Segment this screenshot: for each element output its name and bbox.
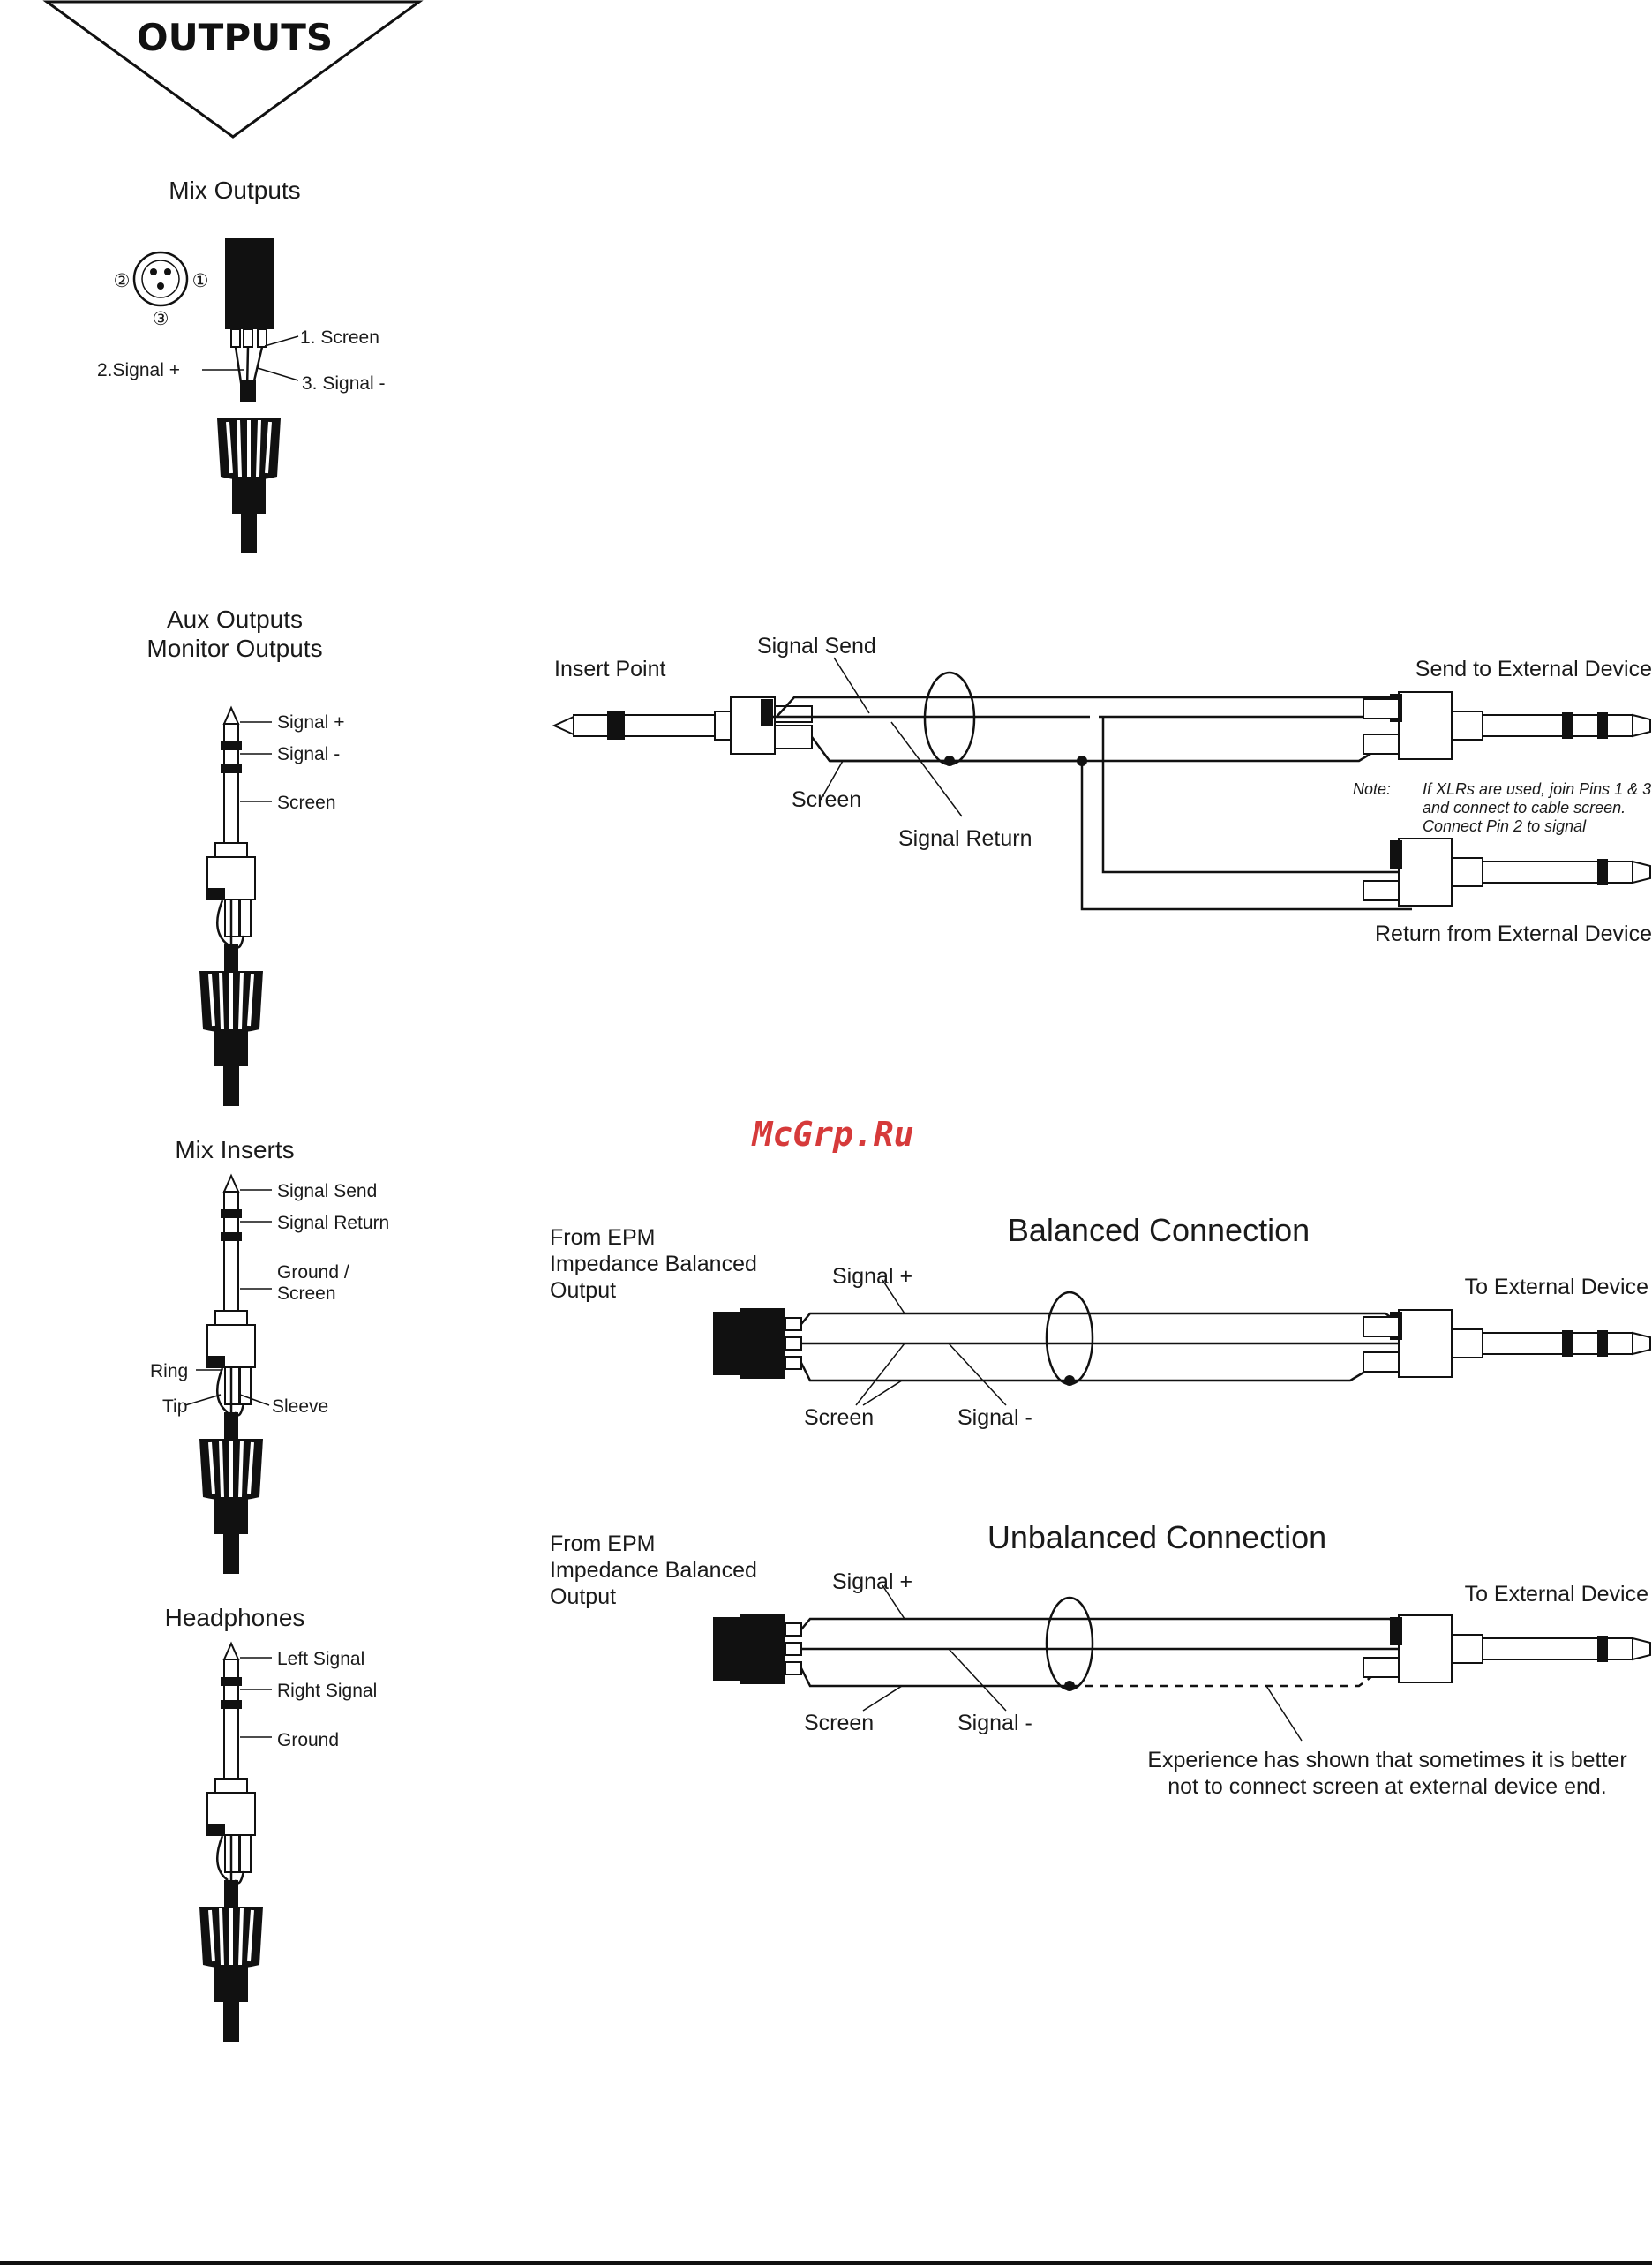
xlr-connector-vertical — [215, 238, 282, 555]
balanced-from-line2: Impedance Balanced — [550, 1252, 757, 1276]
trs-jack-headphones — [199, 1644, 263, 2042]
note-line-2: and connect to cable screen. — [1423, 799, 1626, 816]
note-line-1: If XLRs are used, join Pins 1 & 3 — [1423, 780, 1651, 798]
unbalanced-title: Unbalanced Connection — [987, 1519, 1326, 1555]
advice-line-2: not to connect screen at external device… — [1168, 1774, 1607, 1799]
balanced-from-line1: From EPM — [550, 1225, 655, 1250]
headphones-tip-label: Left Signal — [277, 1649, 364, 1669]
xlr-signal-plus-label: 2.Signal + — [97, 360, 180, 380]
insert-screen-label: Screen — [792, 787, 861, 812]
inserts-sleeve-label-line2: Screen — [277, 1283, 336, 1304]
xlr-pin-2-label: ② — [114, 271, 131, 291]
trs-jack-aux — [199, 708, 263, 1106]
insert-point-jack — [552, 696, 813, 755]
inserts-sleeve-label-line1: Ground / — [277, 1262, 349, 1283]
signal-send-label: Signal Send — [757, 634, 876, 658]
inserts-sleeve-wire-label: Sleeve — [272, 1396, 328, 1417]
mix-outputs-title: Mix Outputs — [169, 177, 300, 204]
monitor-outputs-title: Monitor Outputs — [146, 635, 322, 662]
return-device-jack — [1363, 838, 1651, 907]
aux-tip-label: Signal + — [277, 712, 344, 733]
unbalanced-from-line3: Output — [550, 1584, 616, 1609]
trs-jack-inserts — [199, 1176, 263, 1574]
aux-ring-label: Signal - — [277, 744, 340, 764]
balanced-screen-ring — [1045, 1291, 1094, 1386]
page-title: OUTPUTS — [137, 16, 333, 59]
unbalanced-signal-minus-label: Signal - — [957, 1711, 1032, 1735]
balanced-to-device-label: To External Device — [1465, 1275, 1648, 1299]
aux-outputs-title: Aux Outputs — [167, 606, 303, 633]
inserts-tip-wire-label: Tip — [162, 1396, 187, 1417]
signal-return-label: Signal Return — [898, 826, 1032, 851]
headphones-sleeve-label: Ground — [277, 1730, 339, 1750]
unbalanced-signal-plus-label: Signal + — [832, 1569, 912, 1594]
xlr-pin-diagram — [132, 251, 189, 307]
advice-line-1: Experience has shown that sometimes it i… — [1147, 1748, 1626, 1772]
xlr-signal-minus-label: 3. Signal - — [302, 373, 386, 394]
aux-sleeve-label: Screen — [277, 793, 336, 813]
return-device-label: Return from External Device — [1375, 922, 1652, 946]
unbalanced-screen-unconnected — [1070, 1665, 1386, 1688]
balanced-from-line3: Output — [550, 1278, 616, 1303]
balanced-screen-label: Screen — [804, 1405, 874, 1430]
insert-point-label: Insert Point — [554, 657, 666, 681]
balanced-signal-minus-label: Signal - — [957, 1405, 1032, 1430]
balanced-trs-plug — [1363, 1309, 1651, 1378]
unbalanced-screen-ring — [1045, 1596, 1094, 1691]
xlr-pin-1-label: ① — [192, 271, 209, 291]
inserts-ring-wire-label: Ring — [150, 1361, 188, 1381]
xlr-screen-label: 1. Screen — [300, 327, 379, 348]
note-line-3: Connect Pin 2 to signal — [1423, 817, 1587, 835]
balanced-signal-plus-label: Signal + — [832, 1264, 912, 1289]
xlr-pin-3-label: ③ — [153, 309, 169, 329]
note-label: Note: — [1353, 780, 1391, 798]
balanced-xlr-plug — [712, 1307, 802, 1380]
unbalanced-to-device-label: To External Device — [1465, 1582, 1648, 1607]
mix-inserts-title: Mix Inserts — [175, 1136, 294, 1163]
unbalanced-from-line2: Impedance Balanced — [550, 1558, 757, 1583]
header-triangle — [42, 0, 424, 139]
headphones-title: Headphones — [165, 1604, 305, 1631]
headphones-ring-label: Right Signal — [277, 1681, 377, 1701]
send-device-label: Send to External Device — [1415, 657, 1652, 681]
unbalanced-screen-label: Screen — [804, 1711, 874, 1735]
unbalanced-xlr-plug — [712, 1613, 802, 1685]
unbalanced-ts-plug — [1363, 1614, 1651, 1683]
cable-screen-ring — [923, 671, 976, 766]
watermark: McGrp.Ru — [750, 1115, 913, 1154]
bottom-rule — [0, 2261, 1652, 2265]
inserts-tip-label: Signal Send — [277, 1181, 377, 1201]
unbalanced-from-line1: From EPM — [550, 1531, 655, 1556]
balanced-title: Balanced Connection — [1008, 1212, 1310, 1248]
send-device-jack — [1363, 691, 1651, 760]
inserts-ring-label: Signal Return — [277, 1213, 389, 1233]
